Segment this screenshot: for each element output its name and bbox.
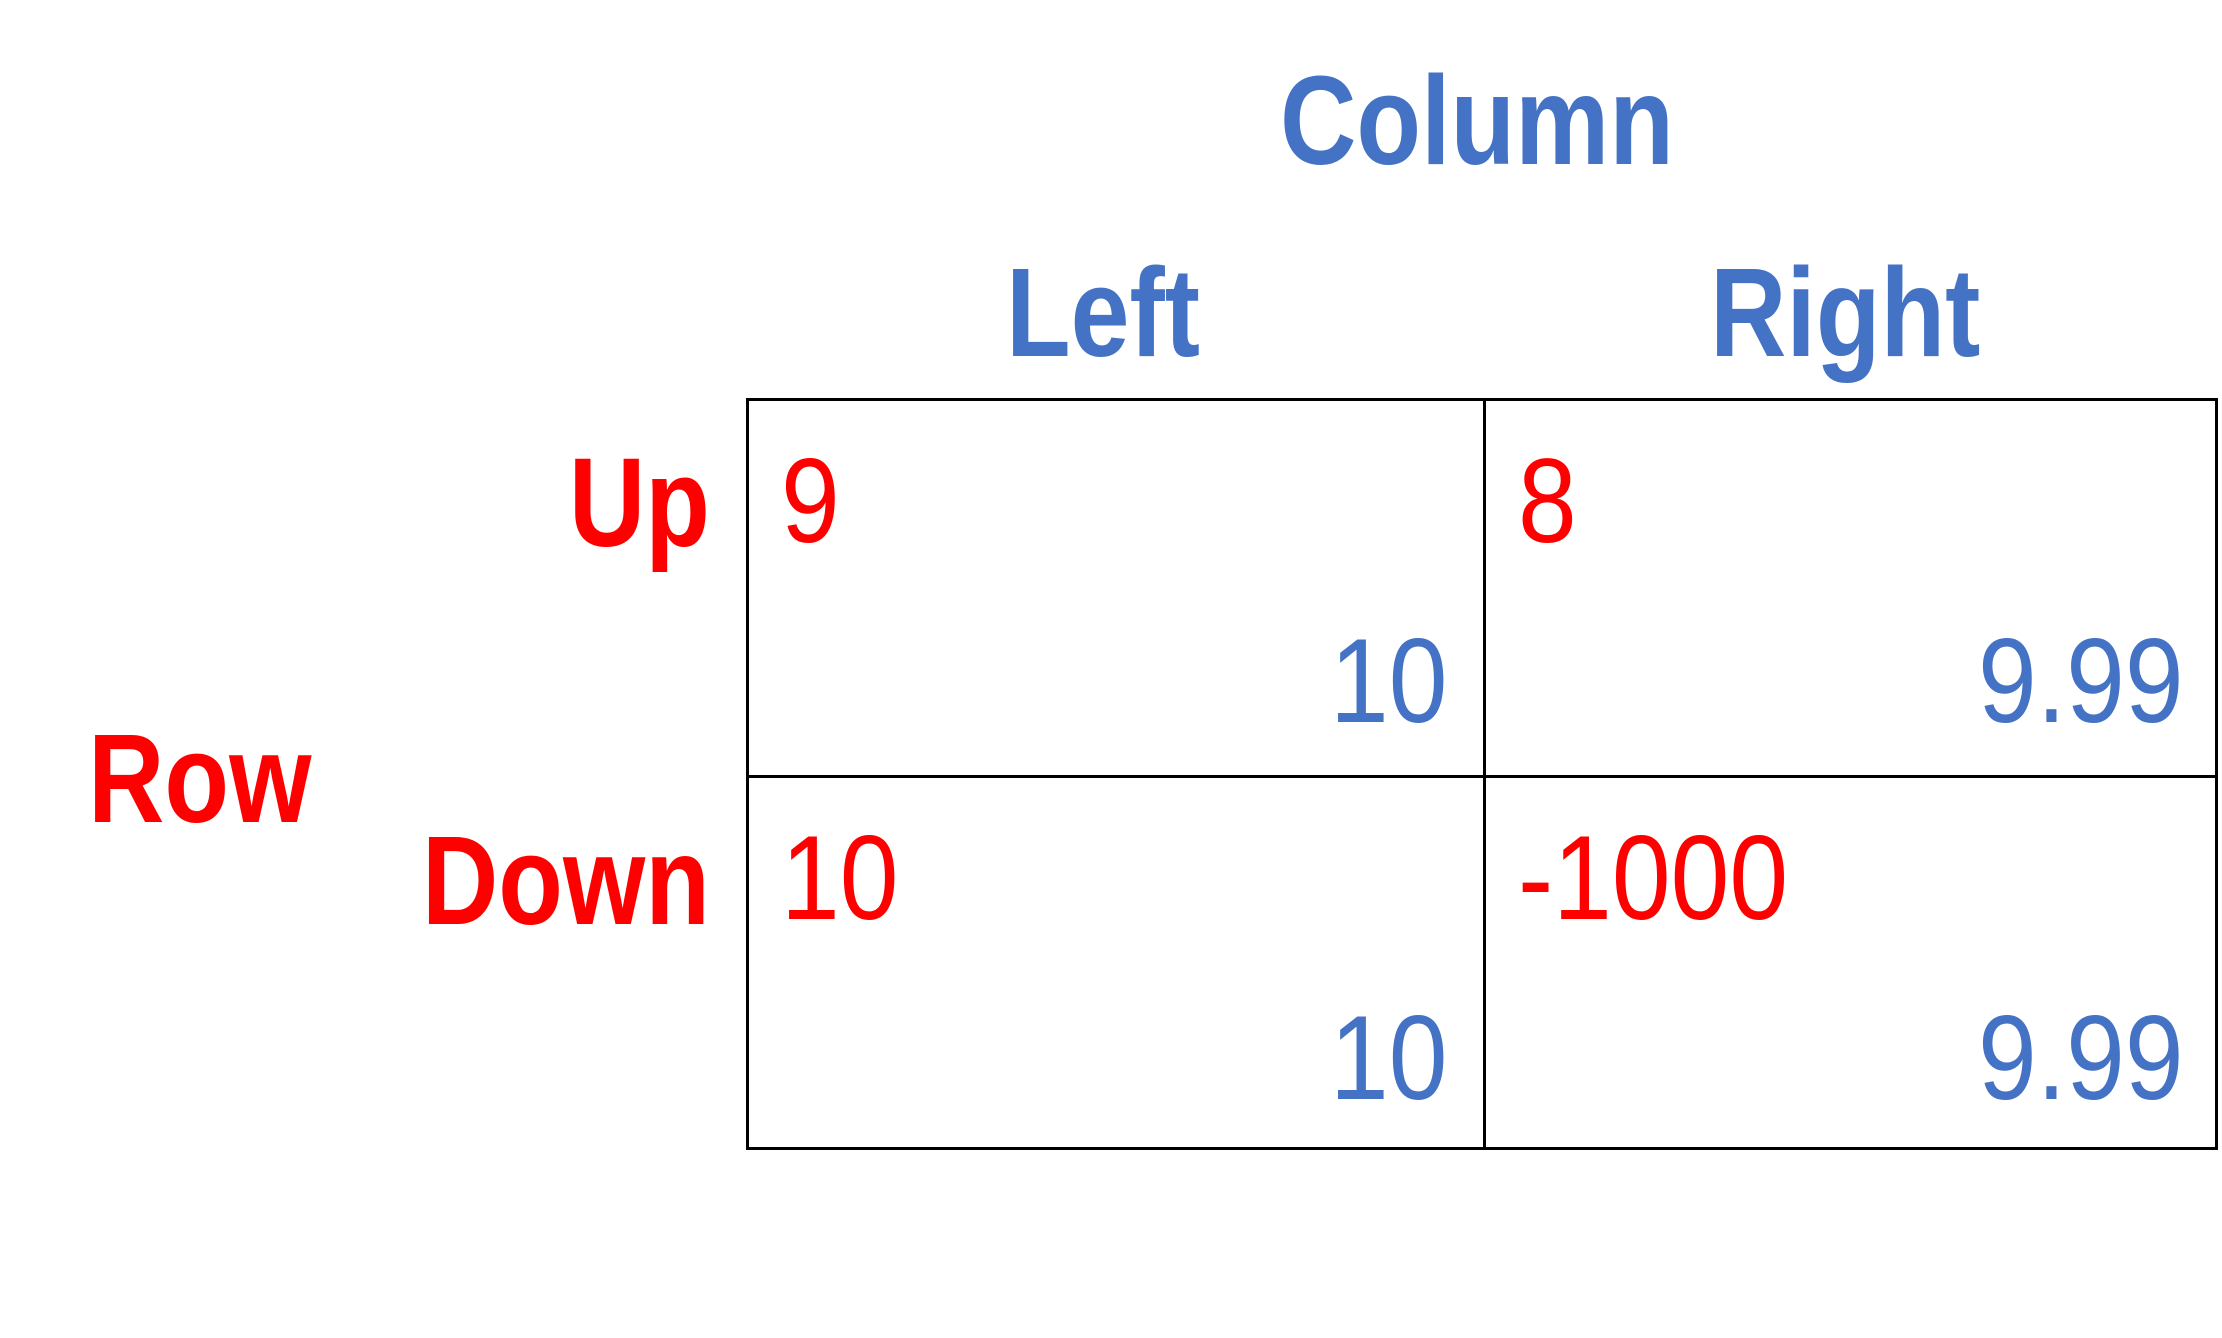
cell-down-right: -1000 9.99 (1486, 778, 2220, 1152)
column-payoff: 9.99 (1978, 991, 2184, 1125)
row-payoff: 9 (781, 434, 840, 568)
row-payoff: 8 (1518, 434, 1577, 568)
column-player-label: Column (1280, 50, 1674, 191)
payoff-matrix: 9 10 8 9.99 10 10 -1000 9.99 (746, 398, 2218, 1150)
cell-up-left: 9 10 (749, 401, 1483, 775)
row-payoff: 10 (781, 811, 899, 945)
row-player-label: Row (88, 708, 312, 849)
vertical-divider (1483, 401, 1486, 1147)
row-strategy-down: Down (421, 810, 710, 951)
column-strategy-right: Right (1710, 242, 1981, 383)
row-strategy-up: Up (568, 432, 710, 573)
cell-up-right: 8 9.99 (1486, 401, 2220, 775)
column-payoff: 9.99 (1978, 614, 2184, 748)
column-payoff: 10 (1329, 614, 1447, 748)
cell-down-left: 10 10 (749, 778, 1483, 1152)
row-payoff: -1000 (1518, 811, 1789, 945)
column-payoff: 10 (1329, 991, 1447, 1125)
column-strategy-left: Left (1006, 242, 1201, 383)
horizontal-divider (749, 775, 2215, 778)
